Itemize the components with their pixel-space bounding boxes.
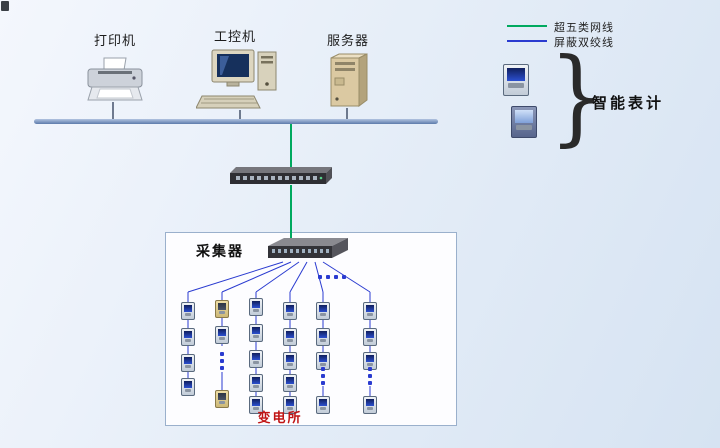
ellipsis-dot: [342, 275, 346, 279]
industrial-computer-icon: [195, 48, 284, 112]
server-icon: [325, 52, 371, 112]
ellipsis-dot: [321, 381, 325, 385]
ellipsis-dot: [321, 374, 325, 378]
ellipsis-dot: [368, 374, 372, 378]
meter-icon: [215, 300, 229, 318]
ellipsis-dot: [318, 275, 322, 279]
switch-icon: [228, 167, 334, 187]
meter-icon: [249, 374, 263, 392]
meter-screen: [507, 68, 525, 81]
meter-icon: [249, 298, 263, 316]
meter-icon: [316, 328, 330, 346]
meter-icon: [249, 396, 263, 414]
meter-base: [508, 83, 524, 88]
meter-icon: [181, 328, 195, 346]
meter-icon: [283, 302, 297, 320]
ellipsis-dot: [368, 381, 372, 385]
smart-meter-icon-2: [511, 106, 537, 138]
legend-stp-line: [507, 40, 547, 42]
printer-icon: [84, 56, 146, 104]
legend-cat5-line: [507, 25, 547, 27]
ipc-label: 工控机: [213, 29, 256, 44]
meter-icon: [215, 326, 229, 344]
substation-label: 变电所: [257, 410, 303, 425]
meter-icon: [249, 324, 263, 342]
meter-icon: [363, 328, 377, 346]
meter-base: [516, 125, 532, 130]
smart-meter-label: 智能表计: [592, 95, 665, 112]
meter-icon: [283, 396, 297, 414]
collector-icon: [266, 236, 350, 264]
meter-icon: [283, 328, 297, 346]
ellipsis-dot: [326, 275, 330, 279]
collector-label: 采集器: [196, 243, 244, 259]
meter-icon: [283, 352, 297, 370]
ellipsis-dot: [321, 367, 325, 371]
ellipsis-dot: [368, 367, 372, 371]
ellipsis-dot: [220, 366, 224, 370]
legend-cat5-label: 超五类网线: [554, 22, 614, 34]
meter-icon: [215, 390, 229, 408]
smart-meter-icon-1: [503, 64, 529, 96]
meter-icon: [316, 396, 330, 414]
ellipsis-dot: [220, 352, 224, 356]
ellipsis-dot: [334, 275, 338, 279]
server-label: 服务器: [326, 33, 369, 48]
meter-icon: [181, 378, 195, 396]
meter-icon: [181, 354, 195, 372]
meter-screen: [515, 110, 533, 123]
meter-icon: [181, 302, 195, 320]
meter-icon: [283, 374, 297, 392]
substation-box: [165, 232, 457, 426]
printer-label: 打印机: [93, 33, 136, 48]
meter-icon: [249, 350, 263, 368]
meter-icon: [316, 302, 330, 320]
brace-glyph: }: [548, 35, 606, 157]
legend-stp-label: 屏蔽双绞线: [554, 37, 614, 49]
corner-artifact: [1, 1, 9, 11]
ellipsis-dot: [220, 359, 224, 363]
meter-icon: [363, 302, 377, 320]
network-bus-line: [34, 119, 438, 124]
meter-icon: [363, 396, 377, 414]
